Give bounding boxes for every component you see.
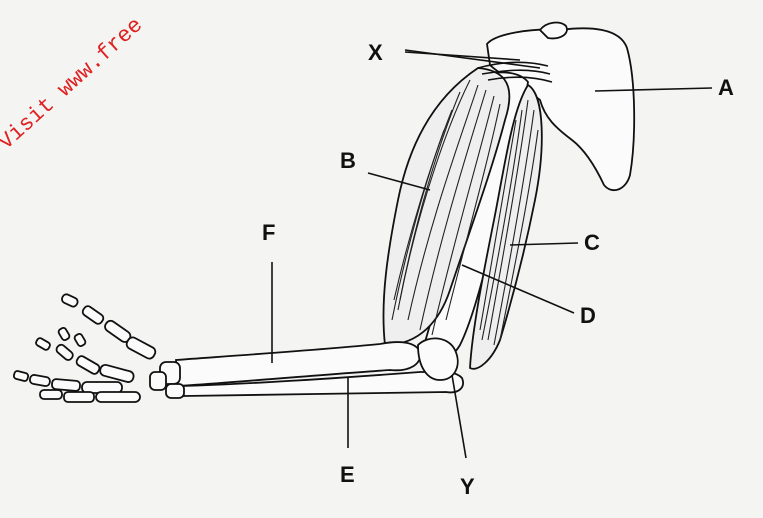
wrist-bones (150, 362, 184, 398)
label-y: Y (460, 474, 475, 499)
label-c: C (584, 230, 600, 255)
label-x: X (368, 40, 383, 65)
label-a: A (718, 75, 734, 100)
label-e: E (340, 462, 355, 487)
label-d: D (580, 303, 596, 328)
watermark-text: Visit www.free (0, 13, 148, 155)
label-b: B (340, 148, 356, 173)
label-f: F (262, 220, 275, 245)
finger-bones (13, 293, 157, 402)
